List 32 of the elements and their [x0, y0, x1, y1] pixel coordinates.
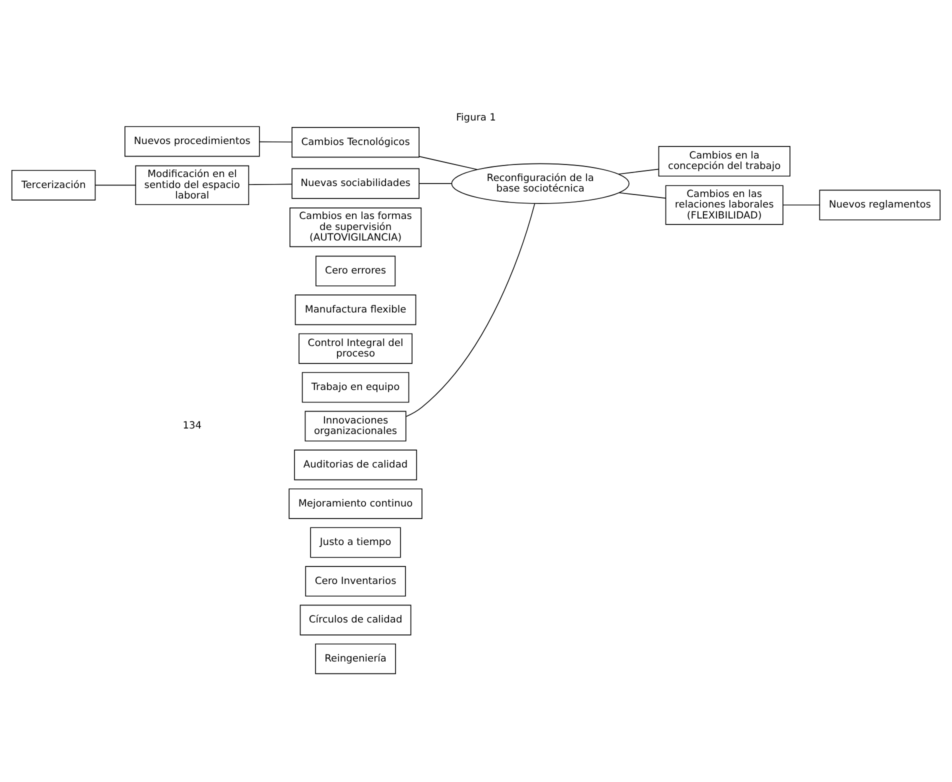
node-box: Control Integral del proceso	[298, 332, 412, 364]
node-box: Cambios en las relaciones laborales (FLEXIBILIDAD)	[665, 184, 784, 224]
connector	[248, 183, 292, 185]
node-box: Nuevos reglamentos	[819, 189, 941, 220]
node-box: Auditorias de calidad	[294, 449, 418, 480]
node-ellipse: Reconfiguración de la base sociotécnica	[451, 162, 630, 204]
connector	[406, 202, 536, 416]
node-box: Cero errores	[316, 255, 396, 286]
diagram-title: Figura 1	[456, 112, 496, 124]
connector	[782, 204, 820, 205]
node-box: Innovaciones organizacionales	[304, 410, 406, 441]
node-box: Nuevas sociabilidades	[292, 168, 420, 198]
connector	[95, 184, 136, 186]
node-box: Trabajo en equipo	[302, 372, 410, 402]
node-box: Círculos de calidad	[300, 604, 412, 635]
connector	[418, 182, 452, 184]
node-box: Modificación en el sentido del espacio laboral	[135, 164, 250, 205]
node-box: Cambios en la concepción del trabajo	[658, 146, 790, 176]
node-box: Mejoramiento continuo	[288, 488, 422, 518]
connector	[418, 156, 478, 170]
connector	[618, 168, 660, 174]
node-box: Reingeniería	[315, 643, 396, 674]
node-box: Manufactura flexible	[294, 294, 416, 325]
node-box: Cambios Tecnológicos	[292, 126, 420, 158]
connector	[618, 192, 666, 198]
node-box: Cambios en las formas de supervisión (AUTOVIGILANCIA)	[290, 207, 422, 247]
label: 134	[182, 420, 202, 432]
node-box: Nuevos procedimientos	[124, 126, 260, 156]
node-box: Cero Inventarios	[305, 566, 406, 596]
connector	[259, 140, 292, 142]
node-box: Tercerización	[11, 169, 96, 200]
node-box: Justo a tiempo	[310, 526, 401, 558]
